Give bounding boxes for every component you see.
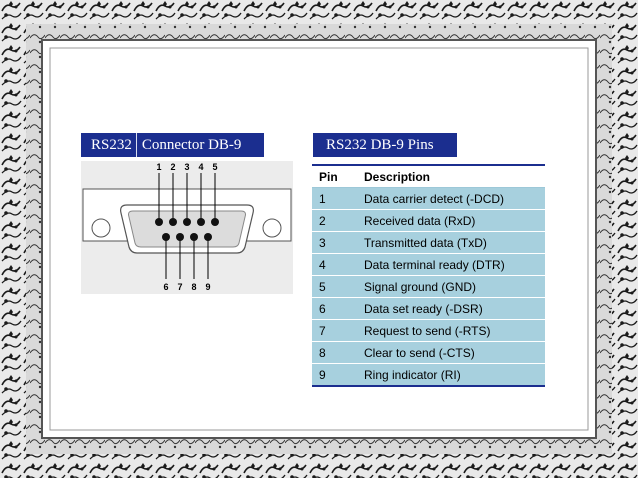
pin-label-5: 5 <box>212 162 217 172</box>
pin-label-6: 6 <box>163 282 168 292</box>
pin-number: 9 <box>312 363 357 387</box>
pin-6-hole <box>162 233 170 241</box>
pin-7-hole <box>176 233 184 241</box>
pin-number: 6 <box>312 297 357 320</box>
pin-description: Signal ground (GND) <box>357 275 545 298</box>
pin-number: 4 <box>312 253 357 276</box>
connector-title-part2: Connector DB-9 <box>141 137 242 153</box>
pin-description: Transmitted data (TxD) <box>357 231 545 254</box>
pin-4-hole <box>197 218 205 226</box>
connector-title-part1: RS232 <box>91 137 132 153</box>
pin-description: Received data (RxD) <box>357 209 545 232</box>
pin-description: Data terminal ready (DTR) <box>357 253 545 276</box>
pin-label-3: 3 <box>184 162 189 172</box>
pin-number: 1 <box>312 187 357 210</box>
left-mounting-hole <box>91 218 111 238</box>
pin-label-2: 2 <box>170 162 175 172</box>
title-divider <box>135 133 137 157</box>
pin-number: 8 <box>312 341 357 364</box>
pin-description: Request to send (-RTS) <box>357 319 545 342</box>
pin-description: Data set ready (-DSR) <box>357 297 545 320</box>
pins-table-title: RS232 DB-9 Pins <box>313 133 457 157</box>
db9-connector-diagram: 1 2 3 4 5 6 7 8 9 <box>81 161 293 294</box>
pin-number: 2 <box>312 209 357 232</box>
pin-leads <box>158 173 216 279</box>
pin-label-7: 7 <box>177 282 182 292</box>
column-header-description: Description <box>357 164 545 188</box>
pin-label-9: 9 <box>205 282 210 292</box>
pin-holes <box>155 218 219 241</box>
pin-number: 3 <box>312 231 357 254</box>
content-panel: RS232 Connector DB-9 <box>60 56 578 422</box>
pin-5-hole <box>211 218 219 226</box>
connector-title: RS232 Connector DB-9 <box>81 133 264 157</box>
pin-label-4: 4 <box>198 162 203 172</box>
pin-3-hole <box>183 218 191 226</box>
pin-number: 5 <box>312 275 357 298</box>
pin-label-1: 1 <box>156 162 161 172</box>
pin-description: Ring indicator (RI) <box>357 363 545 387</box>
column-header-pin: Pin <box>312 164 357 188</box>
pin-8-hole <box>190 233 198 241</box>
pin-number: 7 <box>312 319 357 342</box>
right-mounting-hole <box>262 218 282 238</box>
pin-1-hole <box>155 218 163 226</box>
pin-label-8: 8 <box>191 282 196 292</box>
pin-description: Data carrier detect (-DCD) <box>357 187 545 210</box>
pin-2-hole <box>169 218 177 226</box>
pin-9-hole <box>204 233 212 241</box>
pin-description: Clear to send (-CTS) <box>357 341 545 364</box>
table-header-row: Pin Description <box>312 164 545 188</box>
